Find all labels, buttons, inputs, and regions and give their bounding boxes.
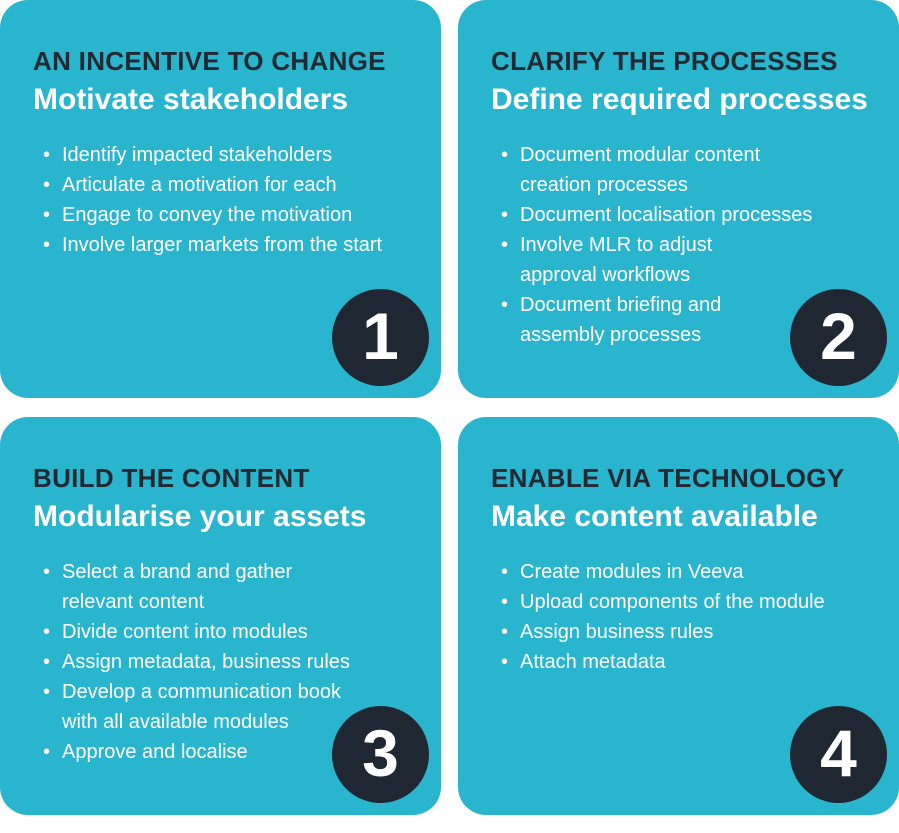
bullet-dot-icon: • <box>501 561 509 584</box>
card-step-4: ENABLE VIA TECHNOLOGY Make content avail… <box>458 417 899 815</box>
bullet-dot-icon: • <box>501 144 509 167</box>
card-2-bullet-list: • Document modular content creation proc… <box>491 140 883 350</box>
bullet-dot-icon: • <box>43 651 51 674</box>
card-1-subheading: Motivate stakeholders <box>33 83 349 117</box>
bullet-item: • Document briefing and assembly process… <box>501 290 883 350</box>
bullet-item: • Select a brand and gather relevant con… <box>43 557 425 617</box>
card-step-1: AN INCENTIVE TO CHANGE Motivate stakehol… <box>0 0 441 398</box>
step-number-badge-3: 3 <box>332 706 429 803</box>
bullet-text: Identify impacted stakeholders <box>62 144 333 167</box>
step-number: 2 <box>820 298 857 373</box>
bullet-text: Engage to convey the motivation <box>62 204 353 227</box>
bullet-text: Attach metadata <box>520 651 666 674</box>
bullet-item: • Document modular content creation proc… <box>501 140 883 200</box>
card-2-heading: CLARIFY THE PROCESSES <box>491 46 838 76</box>
bullet-text: Select a brand and gather relevant conte… <box>62 561 293 614</box>
bullet-text: Involve larger markets from the start <box>62 234 383 257</box>
card-4-heading: ENABLE VIA TECHNOLOGY <box>491 463 845 493</box>
step-number: 1 <box>362 298 399 373</box>
bullet-text: Approve and localise <box>62 741 248 764</box>
bullet-item: • Approve and localise <box>43 737 425 767</box>
bullet-dot-icon: • <box>43 174 51 197</box>
card-3-bullet-list: • Select a brand and gather relevant con… <box>33 557 425 767</box>
bullet-item: • Identify impacted stakeholders <box>43 140 425 170</box>
bullet-item: • Document localisation processes <box>501 200 883 230</box>
bullet-dot-icon: • <box>501 294 509 317</box>
bullet-item: • Attach metadata <box>501 647 883 677</box>
bullet-item: • Assign metadata, business rules <box>43 647 425 677</box>
step-number: 4 <box>820 715 857 790</box>
step-number: 3 <box>362 715 399 790</box>
bullet-text: Involve MLR to adjust approval workflows <box>520 234 713 287</box>
card-step-3: BUILD THE CONTENT Modularise your assets… <box>0 417 441 815</box>
bullet-dot-icon: • <box>501 621 509 644</box>
bullet-text: Divide content into modules <box>62 621 308 644</box>
card-1-bullet-list: • Identify impacted stakeholders • Artic… <box>33 140 425 260</box>
bullet-item: • Articulate a motivation for each <box>43 170 425 200</box>
bullet-text: Assign metadata, business rules <box>62 651 350 674</box>
bullet-dot-icon: • <box>43 561 51 584</box>
bullet-text: Articulate a motivation for each <box>62 174 337 197</box>
bullet-dot-icon: • <box>43 741 51 764</box>
bullet-text: Document briefing and assembly processes <box>520 294 722 347</box>
bullet-item: • Divide content into modules <box>43 617 425 647</box>
bullet-dot-icon: • <box>501 651 509 674</box>
bullet-dot-icon: • <box>501 234 509 257</box>
bullet-text: Document localisation processes <box>520 204 813 227</box>
bullet-item: • Involve larger markets from the start <box>43 230 425 260</box>
bullet-dot-icon: • <box>43 234 51 257</box>
bullet-dot-icon: • <box>43 204 51 227</box>
step-number-badge-1: 1 <box>332 289 429 386</box>
bullet-text: Assign business rules <box>520 621 714 644</box>
card-3-subheading: Modularise your assets <box>33 500 367 534</box>
card-step-2: CLARIFY THE PROCESSES Define required pr… <box>458 0 899 398</box>
card-3-heading: BUILD THE CONTENT <box>33 463 310 493</box>
bullet-item: • Develop a communication book with all … <box>43 677 425 737</box>
bullet-item: • Assign business rules <box>501 617 883 647</box>
bullet-text: Upload components of the module <box>520 591 825 614</box>
bullet-item: • Involve MLR to adjust approval workflo… <box>501 230 883 290</box>
bullet-dot-icon: • <box>43 621 51 644</box>
bullet-item: • Engage to convey the motivation <box>43 200 425 230</box>
bullet-item: • Create modules in Veeva <box>501 557 883 587</box>
bullet-dot-icon: • <box>501 591 509 614</box>
bullet-item: • Upload components of the module <box>501 587 883 617</box>
bullet-dot-icon: • <box>43 681 51 704</box>
step-number-badge-4: 4 <box>790 706 887 803</box>
step-number-badge-2: 2 <box>790 289 887 386</box>
bullet-text: Create modules in Veeva <box>520 561 744 584</box>
bullet-dot-icon: • <box>43 144 51 167</box>
bullet-text: Document modular content creation proces… <box>520 144 761 197</box>
bullet-text: Develop a communication book with all av… <box>62 681 342 734</box>
card-1-heading: AN INCENTIVE TO CHANGE <box>33 46 386 76</box>
card-2-subheading: Define required processes <box>491 83 868 117</box>
bullet-dot-icon: • <box>501 204 509 227</box>
card-4-subheading: Make content available <box>491 500 818 534</box>
card-4-bullet-list: • Create modules in Veeva • Upload compo… <box>491 557 883 677</box>
